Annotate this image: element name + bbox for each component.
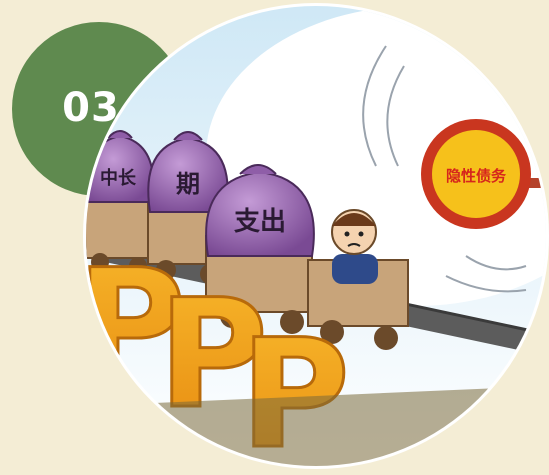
stop-sign-icon: 隐性债务 bbox=[421, 119, 546, 229]
illustration-circle: 隐性债务 中长 期 bbox=[86, 6, 546, 466]
money-bag-2: 期 bbox=[147, 131, 229, 213]
sign-label: 隐性债务 bbox=[446, 167, 507, 185]
money-bag-3: 支出 bbox=[205, 164, 315, 257]
bag-label-2: 期 bbox=[176, 170, 200, 198]
worried-man bbox=[331, 209, 378, 284]
ppp-cartoon: 隐性债务 中长 期 bbox=[86, 6, 546, 466]
bag-label-3: 支出 bbox=[234, 207, 286, 237]
step-number: 03 bbox=[62, 85, 120, 131]
bag-label-1: 中长 bbox=[100, 167, 137, 189]
